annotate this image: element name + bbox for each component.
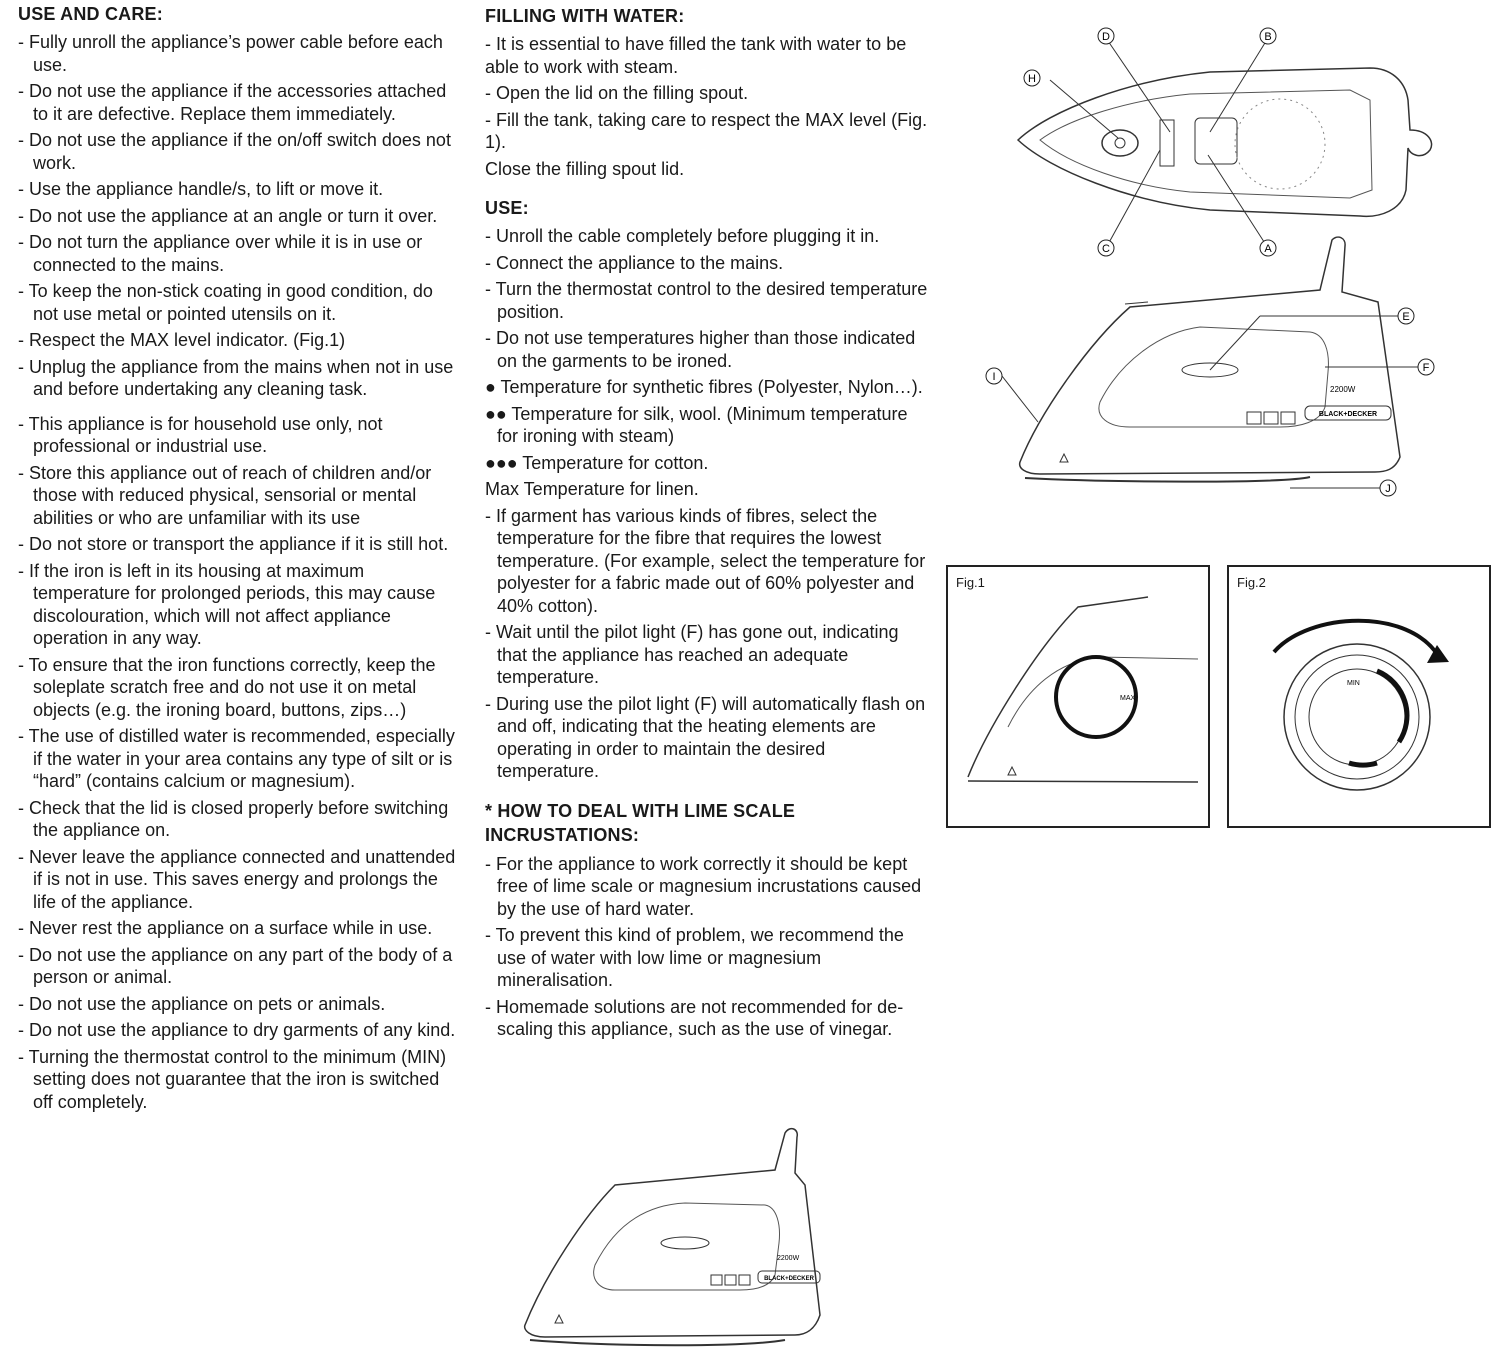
instruction-item: - To keep the non-stick coating in good … [18, 281, 433, 324]
instruction-item: ●● Temperature for silk, wool. (Minimum … [485, 403, 908, 447]
instruction-item: - Do not use the appliance on any part o… [18, 944, 453, 988]
instruction-item: - Never rest the appliance on a surface … [18, 918, 433, 938]
use-and-care-section: USE AND CARE: - Fully unroll the applian… [18, 0, 458, 1117]
svg-text:I: I [992, 371, 995, 383]
instruction-item: - The use of distilled water is recommen… [18, 726, 455, 791]
label-b: B [1259, 27, 1277, 45]
instruction-item: - During use the pilot light (F) will au… [485, 693, 926, 782]
lime-list: - For the appliance to work correctly it… [485, 853, 930, 1041]
instruction-item: - Unroll the cable completely before plu… [485, 226, 880, 246]
use-heading: USE: [485, 198, 529, 218]
instruction-item: - Do not use the appliance at an angle o… [18, 205, 438, 226]
label-h: H [1023, 69, 1041, 87]
filling-list: - It is essential to have filled the tan… [485, 33, 930, 180]
instruction-item: - Open the lid on the filling spout. [485, 83, 749, 103]
instruction-item: - This appliance is for household use on… [18, 413, 383, 457]
instruction-item: - Do not use the appliance if the on/off… [18, 130, 451, 173]
svg-text:A: A [1264, 243, 1272, 255]
fig2-label: Fig.2 [1237, 575, 1266, 590]
fig1-label: Fig.1 [956, 575, 985, 590]
use-list: - Unroll the cable completely before plu… [485, 225, 930, 783]
svg-text:H: H [1028, 73, 1036, 85]
svg-text:BLACK+DECKER: BLACK+DECKER [764, 1276, 815, 1282]
instruction-item: - Turning the thermostat control to the … [18, 1046, 447, 1112]
fig1-box: Fig.1 MAX [946, 565, 1210, 828]
instruction-item: Close the filling spout lid. [485, 158, 685, 179]
svg-text:B: B [1264, 31, 1271, 43]
instruction-item: - Connect the appliance to the mains. [485, 252, 784, 273]
use-and-care-list: - Fully unroll the appliance’s power cab… [18, 31, 458, 1113]
svg-text:2200W: 2200W [1330, 385, 1356, 394]
instruction-item: - Do not use the appliance on pets or an… [18, 993, 386, 1014]
use-and-care-heading: USE AND CARE: [18, 4, 163, 24]
instruction-item: - Check that the lid is closed properly … [18, 797, 449, 841]
instruction-item: - To prevent this kind of problem, we re… [485, 925, 904, 990]
fig2-thermostat-dial: MIN [1272, 618, 1449, 791]
svg-text:2200W: 2200W [777, 1255, 800, 1262]
instruction-item: - Wait until the pilot light (F) has gon… [485, 622, 899, 687]
label-e: E [1397, 307, 1415, 325]
svg-text:MIN: MIN [1347, 680, 1360, 687]
instruction-item: - To ensure that the iron functions corr… [18, 654, 436, 720]
instruction-item: - Do not store or transport the applianc… [18, 534, 449, 554]
svg-text:D: D [1102, 31, 1110, 43]
instruction-item: - For the appliance to work correctly it… [485, 853, 922, 919]
instruction-item: - Fill the tank, taking care to respect … [485, 109, 928, 153]
instruction-item: - Store this appliance out of reach of c… [18, 462, 432, 528]
instruction-item: - Turn the thermostat control to the des… [485, 279, 928, 322]
instruction-item: Max Temperature for linen. [485, 479, 699, 499]
iron-side-view-diagram: 2200W BLACK+DECKER E F I J [985, 236, 1435, 497]
instruction-item: - If the iron is left in its housing at … [18, 560, 436, 649]
svg-text:F: F [1423, 362, 1430, 374]
instruction-item: - Fully unroll the appliance’s power cab… [18, 32, 443, 75]
svg-text:E: E [1402, 311, 1409, 323]
instruction-item: - Do not turn the appliance over while i… [18, 232, 423, 275]
svg-text:MAX: MAX [1120, 695, 1136, 702]
fig2-box: Fig.2 MIN [1227, 565, 1491, 828]
label-a: A [1259, 239, 1277, 257]
label-c: C [1097, 239, 1115, 257]
instruction-item: - Unplug the appliance from the mains wh… [18, 356, 454, 400]
label-i: I [985, 367, 1003, 385]
instruction-item: ●●● Temperature for cotton. [485, 452, 709, 473]
svg-text:C: C [1102, 243, 1110, 255]
iron-top-view-diagram: D B H C A [1016, 27, 1433, 257]
instruction-item: - Never leave the appliance connected an… [18, 846, 456, 912]
instruction-item: - Do not use the appliance if the access… [18, 81, 447, 124]
instruction-item: - Do not use temperatures higher than th… [485, 328, 916, 371]
instruction-item: - Respect the MAX level indicator. (Fig.… [18, 330, 346, 350]
instruction-item: ● Temperature for synthetic fibres (Poly… [485, 377, 923, 397]
instruction-item: - It is essential to have filled the tan… [485, 34, 907, 77]
iron-bottom-illustration: 2200W BLACK+DECKER [523, 1127, 821, 1347]
instruction-item: - If garment has various kinds of fibres… [485, 505, 926, 616]
label-d: D [1097, 27, 1115, 45]
instructions-column: FILLING WITH WATER: - It is essential to… [485, 0, 930, 1045]
fig1-max-level-illustration: MAX [967, 596, 1199, 783]
filling-heading: FILLING WITH WATER: [485, 6, 685, 26]
svg-text:J: J [1385, 483, 1391, 495]
instruction-item: - Use the appliance handle/s, to lift or… [18, 179, 384, 199]
instruction-item: - Homemade solutions are not recommended… [485, 996, 904, 1040]
instruction-item: - Do not use the appliance to dry garmen… [18, 1020, 456, 1040]
lime-heading: * HOW TO DEAL WITH LIME SCALE INCRUSTATI… [485, 800, 796, 845]
svg-text:BLACK+DECKER: BLACK+DECKER [1319, 411, 1377, 418]
label-j: J [1379, 479, 1397, 497]
label-f: F [1417, 358, 1435, 376]
